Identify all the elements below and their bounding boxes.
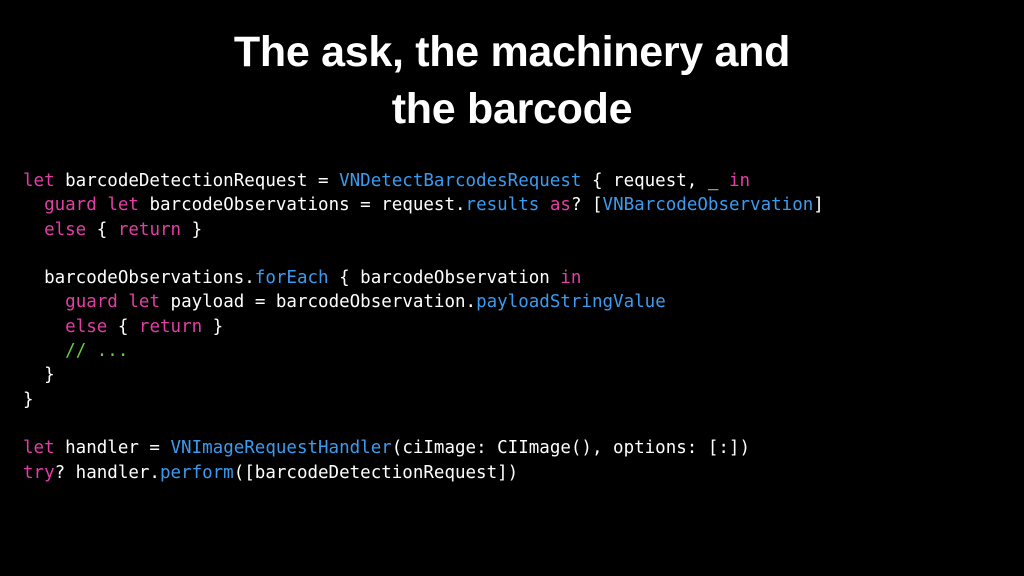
slide-title-line-1: The ask, the machinery and [233,28,791,76]
code-text [118,292,129,312]
code-line: barcodeObservations.forEach { barcodeObs… [23,266,824,290]
code-line: } [23,388,824,412]
code-line [23,242,824,266]
keyword-token: in [728,171,751,191]
code-text: barcodeDetectionRequest = [54,171,340,191]
code-line: else { return } [23,218,824,242]
keyword-token: as [549,195,571,216]
code-text [97,195,108,215]
code-text: } [23,365,55,386]
code-text: payload = barcodeObservation. [160,292,477,313]
code-text: } [202,316,224,337]
member-token: payloadStringValue [476,292,666,313]
code-text: { barcodeObservation [328,268,561,289]
keyword-token: guard [44,195,97,216]
code-text: ([barcodeDetectionRequest]) [233,462,519,483]
keyword-token: else [44,219,87,240]
keyword-token: let [107,195,139,216]
code-text: { [86,219,118,240]
code-text: barcodeObservations = request. [138,195,466,216]
slide-title: The ask, the machinery and the barcode [0,24,1024,138]
code-line [23,412,824,436]
member-token: forEach [254,268,329,289]
code-text: ? handler. [54,462,160,483]
code-text [23,341,65,361]
code-text [23,220,44,240]
code-line: // ... [23,339,824,363]
keyword-token: return [117,219,182,240]
keyword-token: in [560,268,582,289]
code-text [23,317,65,337]
code-block: let barcodeDetectionRequest = VNDetectBa… [23,169,824,485]
code-text: barcodeObservations. [23,268,255,289]
code-line: let barcodeDetectionRequest = VNDetectBa… [23,169,824,193]
type-token: VNImageRequestHandler [170,438,392,459]
code-text: } [23,389,34,410]
code-text [23,195,44,215]
code-line: guard let barcodeObservations = request.… [23,193,824,217]
type-token: VNBarcodeObservation [602,195,814,216]
code-text: ? [ [570,195,603,216]
code-line: guard let payload = barcodeObservation.p… [23,290,824,314]
code-text: ] [813,195,824,216]
code-text: } [181,219,203,240]
type-token: VNDetectBarcodesRequest [339,171,582,191]
code-line: let handler = VNImageRequestHandler(ciIm… [23,436,824,460]
member-token: results [465,195,540,216]
code-text: handler = [54,438,171,459]
code-text: { request, _ [581,171,729,191]
code-text [539,195,550,215]
slide-title-line-2: the barcode [391,85,633,133]
keyword-token: let [23,171,55,191]
comment-token: // ... [65,341,129,362]
keyword-token: return [138,316,203,337]
keyword-token: let [128,292,160,313]
code-line: try? handler.perform([barcodeDetectionRe… [23,461,824,485]
code-line: else { return } [23,315,824,339]
keyword-token: try [23,462,55,483]
code-text [23,292,65,312]
code-text: (ciImage: CIImage(), options: [:]) [391,438,751,459]
member-token: perform [159,462,234,483]
keyword-token: guard [65,292,118,313]
keyword-token: else [65,316,108,337]
code-text: { [107,316,139,337]
code-line: } [23,363,824,387]
keyword-token: let [23,438,55,459]
